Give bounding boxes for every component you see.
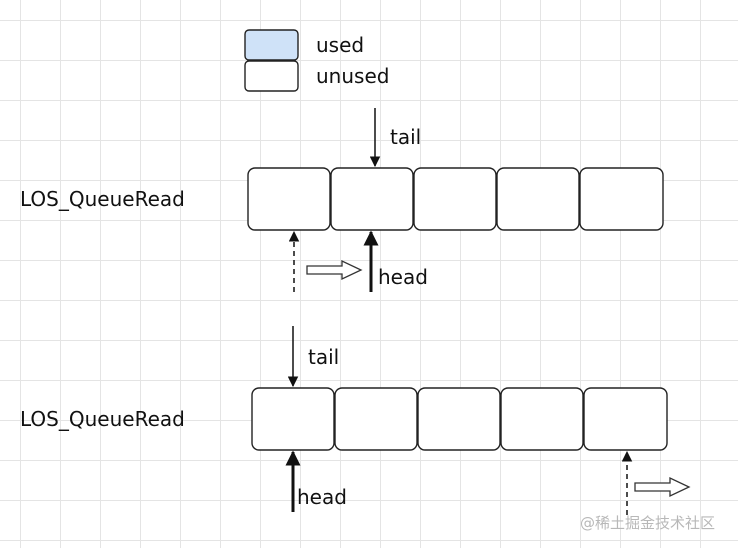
queue-cell — [330, 167, 414, 231]
legend-used-label: used — [316, 33, 364, 57]
queue-cell — [251, 387, 335, 451]
wrap-hollow-arrow — [634, 476, 691, 498]
row-1-cells — [247, 167, 664, 231]
queue-cell — [579, 167, 664, 231]
queue-cell — [247, 167, 331, 231]
queue-cell — [334, 387, 418, 451]
head-label: head — [378, 265, 428, 289]
watermark-text: @稀土掘金技术社区 — [580, 514, 715, 532]
legend-used-swatch — [244, 29, 299, 61]
row-2-label: LOS_QueueRead — [20, 407, 185, 431]
queue-row-1: LOS_QueueRead tail head — [20, 108, 664, 292]
queue-row-2: LOS_QueueRead tail head — [20, 326, 691, 515]
queue-cell — [583, 387, 668, 451]
legend: used unused — [244, 29, 389, 92]
row-1-label: LOS_QueueRead — [20, 187, 185, 211]
queue-cell — [500, 387, 584, 451]
queue-cell — [496, 167, 580, 231]
tail-label: tail — [390, 125, 421, 149]
queue-cell — [417, 387, 501, 451]
queue-cell — [413, 167, 497, 231]
legend-unused-swatch — [244, 60, 299, 92]
tail-label: tail — [308, 345, 339, 369]
head-label: head — [297, 485, 347, 509]
row-2-cells — [251, 387, 668, 451]
head-move-hollow-arrow — [306, 259, 363, 281]
legend-unused-label: unused — [316, 64, 389, 88]
